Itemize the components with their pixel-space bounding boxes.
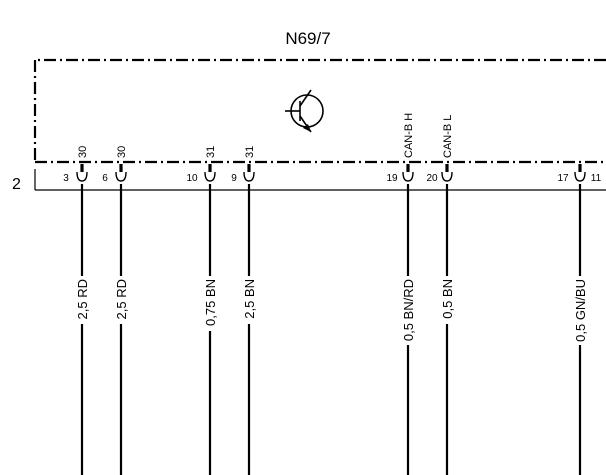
connector-number: 2 xyxy=(12,176,21,193)
pin-6: 6 30 2,5 RD xyxy=(102,146,129,475)
socket-arc xyxy=(402,171,414,182)
component-boundary xyxy=(33,58,606,164)
pin-17: 17 0,5 GN/BU xyxy=(557,164,588,475)
pin-11: 11 xyxy=(591,173,602,184)
signal-label: 30 xyxy=(77,146,89,158)
wire-label-gap xyxy=(203,276,217,331)
wire-label: 2,5 BN xyxy=(242,279,257,319)
wire-label: 2,5 RD xyxy=(75,279,90,319)
pin-number: 3 xyxy=(63,173,69,184)
socket-arc xyxy=(441,171,453,182)
wire-label-gap xyxy=(440,276,454,324)
pin-number: 11 xyxy=(591,173,602,184)
wire-label-gap xyxy=(242,276,256,324)
socket-arc xyxy=(115,171,127,182)
pin-number: 9 xyxy=(231,173,237,184)
wire-label-gap xyxy=(114,276,128,324)
wire-label-gap xyxy=(401,276,415,345)
socket-arc xyxy=(204,171,216,182)
wire-label: 0,5 BN/RD xyxy=(401,279,416,341)
pin-number: 19 xyxy=(386,173,398,184)
wire-label: 0,5 BN xyxy=(440,279,455,319)
pin-9: 9 31 2,5 BN xyxy=(231,146,257,475)
pin-3: 3 30 2,5 RD xyxy=(63,146,90,475)
transistor-icon xyxy=(285,89,324,133)
pin-20: 20 CAN-B L 0,5 BN xyxy=(426,115,455,475)
pin-layer: 3 30 2,5 RD 6 30 2,5 RD 10 31 0,75 BN 9 31 2,5 BN 19… xyxy=(63,113,602,475)
component-title: N69/7 xyxy=(285,29,330,48)
signal-label: 31 xyxy=(244,146,256,158)
wire-label: 2,5 RD xyxy=(114,279,129,319)
wire-label-gap xyxy=(75,276,89,324)
wire-label-gap xyxy=(573,276,587,345)
socket-arc xyxy=(243,171,255,182)
socket-arc xyxy=(76,171,88,182)
wire-label: 0,75 BN xyxy=(203,279,218,326)
pin-number: 6 xyxy=(102,173,108,184)
connector-bar xyxy=(34,169,606,191)
pin-10: 10 31 0,75 BN xyxy=(186,146,218,475)
socket-arc xyxy=(574,171,586,182)
signal-label: CAN-B H xyxy=(403,113,415,158)
wire-label: 0,5 GN/BU xyxy=(573,279,588,342)
pin-number: 20 xyxy=(426,173,438,184)
signal-label: CAN-B L xyxy=(442,115,454,158)
pin-number: 10 xyxy=(186,173,198,184)
pin-19: 19 CAN-B H 0,5 BN/RD xyxy=(386,113,416,475)
signal-label: 31 xyxy=(205,146,217,158)
signal-label: 30 xyxy=(116,146,128,158)
pin-number: 17 xyxy=(557,173,569,184)
